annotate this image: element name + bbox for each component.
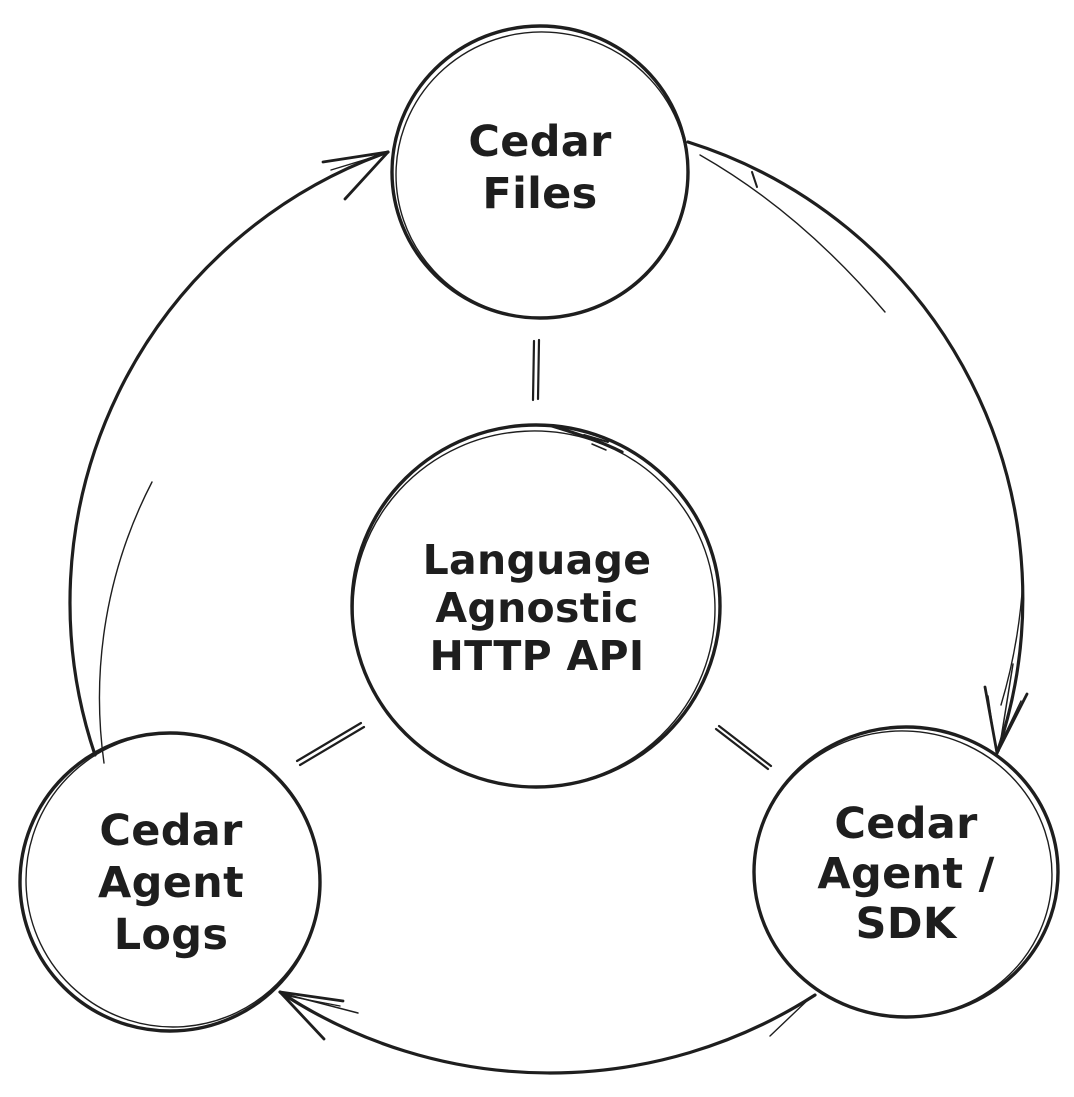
arrow-files-to-sdk-tick — [751, 171, 758, 188]
sdk-node-label: Cedar Agent / SDK — [817, 799, 994, 949]
label-line: Logs — [113, 910, 229, 960]
label-line: HTTP API — [429, 632, 645, 680]
arrowhead-files-barb-bottom2 — [348, 154, 387, 195]
label-line: Cedar — [99, 806, 243, 856]
label-line: Agnostic — [435, 584, 639, 632]
files-node-circle — [390, 24, 690, 320]
arrow-logs-to-files-sketch — [98, 481, 153, 764]
label-line: SDK — [855, 899, 957, 949]
arrowhead-sdk-barb-right2 — [994, 700, 1022, 756]
api-circle-sketch-tick — [583, 434, 609, 443]
arrowhead-logs-barb-top — [278, 990, 345, 1003]
label-line: Agent — [98, 858, 244, 908]
arrowhead-sdk-barb-left2 — [987, 695, 997, 751]
arrow-logs-to-files — [68, 150, 390, 764]
connector-api-sdk — [714, 724, 773, 771]
api-circle-sketch-stroke — [550, 424, 624, 454]
sdk-node-circle — [752, 725, 1060, 1019]
api-node-circle — [350, 423, 722, 789]
arrowhead-sdk-shaft-sketch — [998, 663, 1014, 752]
arrow-sdk-to-logs-sketch-start — [769, 995, 813, 1037]
label-line: Cedar — [834, 799, 978, 849]
arrowhead-sdk-barb-right — [995, 692, 1029, 755]
api-node-label: Language Agnostic HTTP API — [423, 536, 652, 680]
arrow-files-to-sdk-sketch-top — [699, 154, 886, 313]
label-line: Files — [482, 169, 598, 219]
label-line: Language — [422, 536, 652, 584]
arrowhead-files-barb-top — [321, 150, 390, 164]
connector-api-logs — [295, 721, 366, 767]
logs-node-label: Cedar Agent Logs — [98, 805, 244, 961]
label-line: Cedar — [468, 117, 612, 167]
connector-api-files — [531, 338, 541, 402]
arrowhead-logs-barb-bottom2 — [283, 995, 320, 1034]
label-line: Agent / — [817, 849, 995, 899]
arrow-files-to-sdk — [686, 140, 1029, 756]
arrow-sdk-to-logs — [278, 990, 817, 1075]
arrow-files-to-sdk-sketch-bottom — [1000, 579, 1024, 706]
files-node-label: Cedar Files — [468, 116, 611, 220]
arrowhead-files-barb-top2 — [330, 152, 388, 171]
logs-node-circle — [18, 731, 322, 1033]
arrowhead-logs-shaft-sketch — [280, 992, 359, 1014]
api-circle-sketch-tick2 — [591, 443, 607, 451]
arrow-sdk-to-logs-sketch — [349, 1029, 425, 1057]
